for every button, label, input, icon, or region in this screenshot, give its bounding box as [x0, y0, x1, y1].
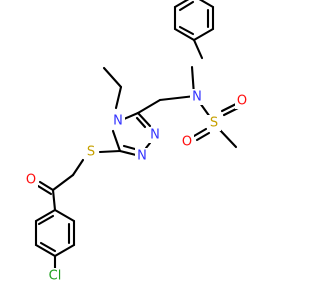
atom-s-thioether: S — [87, 145, 95, 160]
bond-s-o-2b — [222, 106, 240, 117]
atom-o-ketone: O — [26, 173, 36, 188]
bond-s-o-1a — [192, 127, 208, 138]
bond-n2-c3-inner — [135, 116, 147, 129]
bond-s-o-2a — [220, 102, 238, 113]
bond-n4-c5 — [111, 129, 122, 153]
atom-cl-substituent: Cl — [49, 269, 62, 284]
bond-n-ch2 — [158, 94, 197, 102]
bond-carbonyl-ring — [51, 188, 57, 212]
bond-phenyl-1 — [192, 27, 215, 42]
atom-n2-triazole: N — [150, 128, 160, 143]
bond-aryl-1 — [34, 208, 57, 223]
atom-n-sulfonamide: N — [192, 90, 202, 105]
bonds — [34, 0, 240, 270]
molecule-diagram: N S O O N N N S O Cl — [24, 0, 249, 284]
bond-aryl-4 — [53, 243, 76, 258]
atom-labels: N S O O N N N S O Cl — [24, 89, 249, 284]
atom-n4-triazole: N — [113, 114, 123, 129]
bond-s-methyl — [217, 127, 238, 149]
atom-n1-triazole: N — [137, 149, 147, 164]
bond-aryl-3 — [34, 243, 57, 258]
bond-ch2-carbonyl — [51, 173, 75, 192]
bond-aryl-6 — [53, 208, 76, 223]
bond-n4-ethyl-1 — [114, 85, 123, 110]
bond-phenyl-4-inner — [178, 25, 195, 36]
bond-phenyl-6-inner — [178, 0, 195, 12]
bond-n-s — [198, 101, 212, 119]
bond-phenyl-3 — [198, 0, 215, 9]
bond-s-ch2 — [71, 158, 85, 177]
bond-n1-n2 — [144, 141, 152, 150]
bond-c5-s — [98, 149, 122, 154]
bond-phenyl-n — [192, 38, 204, 60]
bond-c5-n1-inner — [122, 144, 137, 151]
bond-c3-n4 — [122, 111, 140, 121]
bond-phenyl-4 — [173, 27, 196, 42]
bond-carbonyl-o-b — [36, 184, 53, 196]
atom-s-sulfonyl: S — [210, 116, 218, 131]
bond-phenyl-6 — [173, 0, 190, 9]
bond-s-o-1b — [195, 131, 211, 142]
bond-ch2-c3 — [136, 98, 162, 115]
atom-o-sulfonyl-1: O — [182, 135, 192, 150]
bond-ethyl-2 — [102, 66, 123, 89]
atom-o-sulfonyl-2: O — [237, 94, 247, 109]
bond-carbonyl-o-a — [38, 180, 55, 192]
bond-n2-c3 — [136, 111, 152, 128]
bond-aryl-1-inner — [37, 214, 55, 226]
bond-c5-n1 — [118, 149, 138, 157]
bond-aryl-3-inner — [39, 241, 57, 253]
